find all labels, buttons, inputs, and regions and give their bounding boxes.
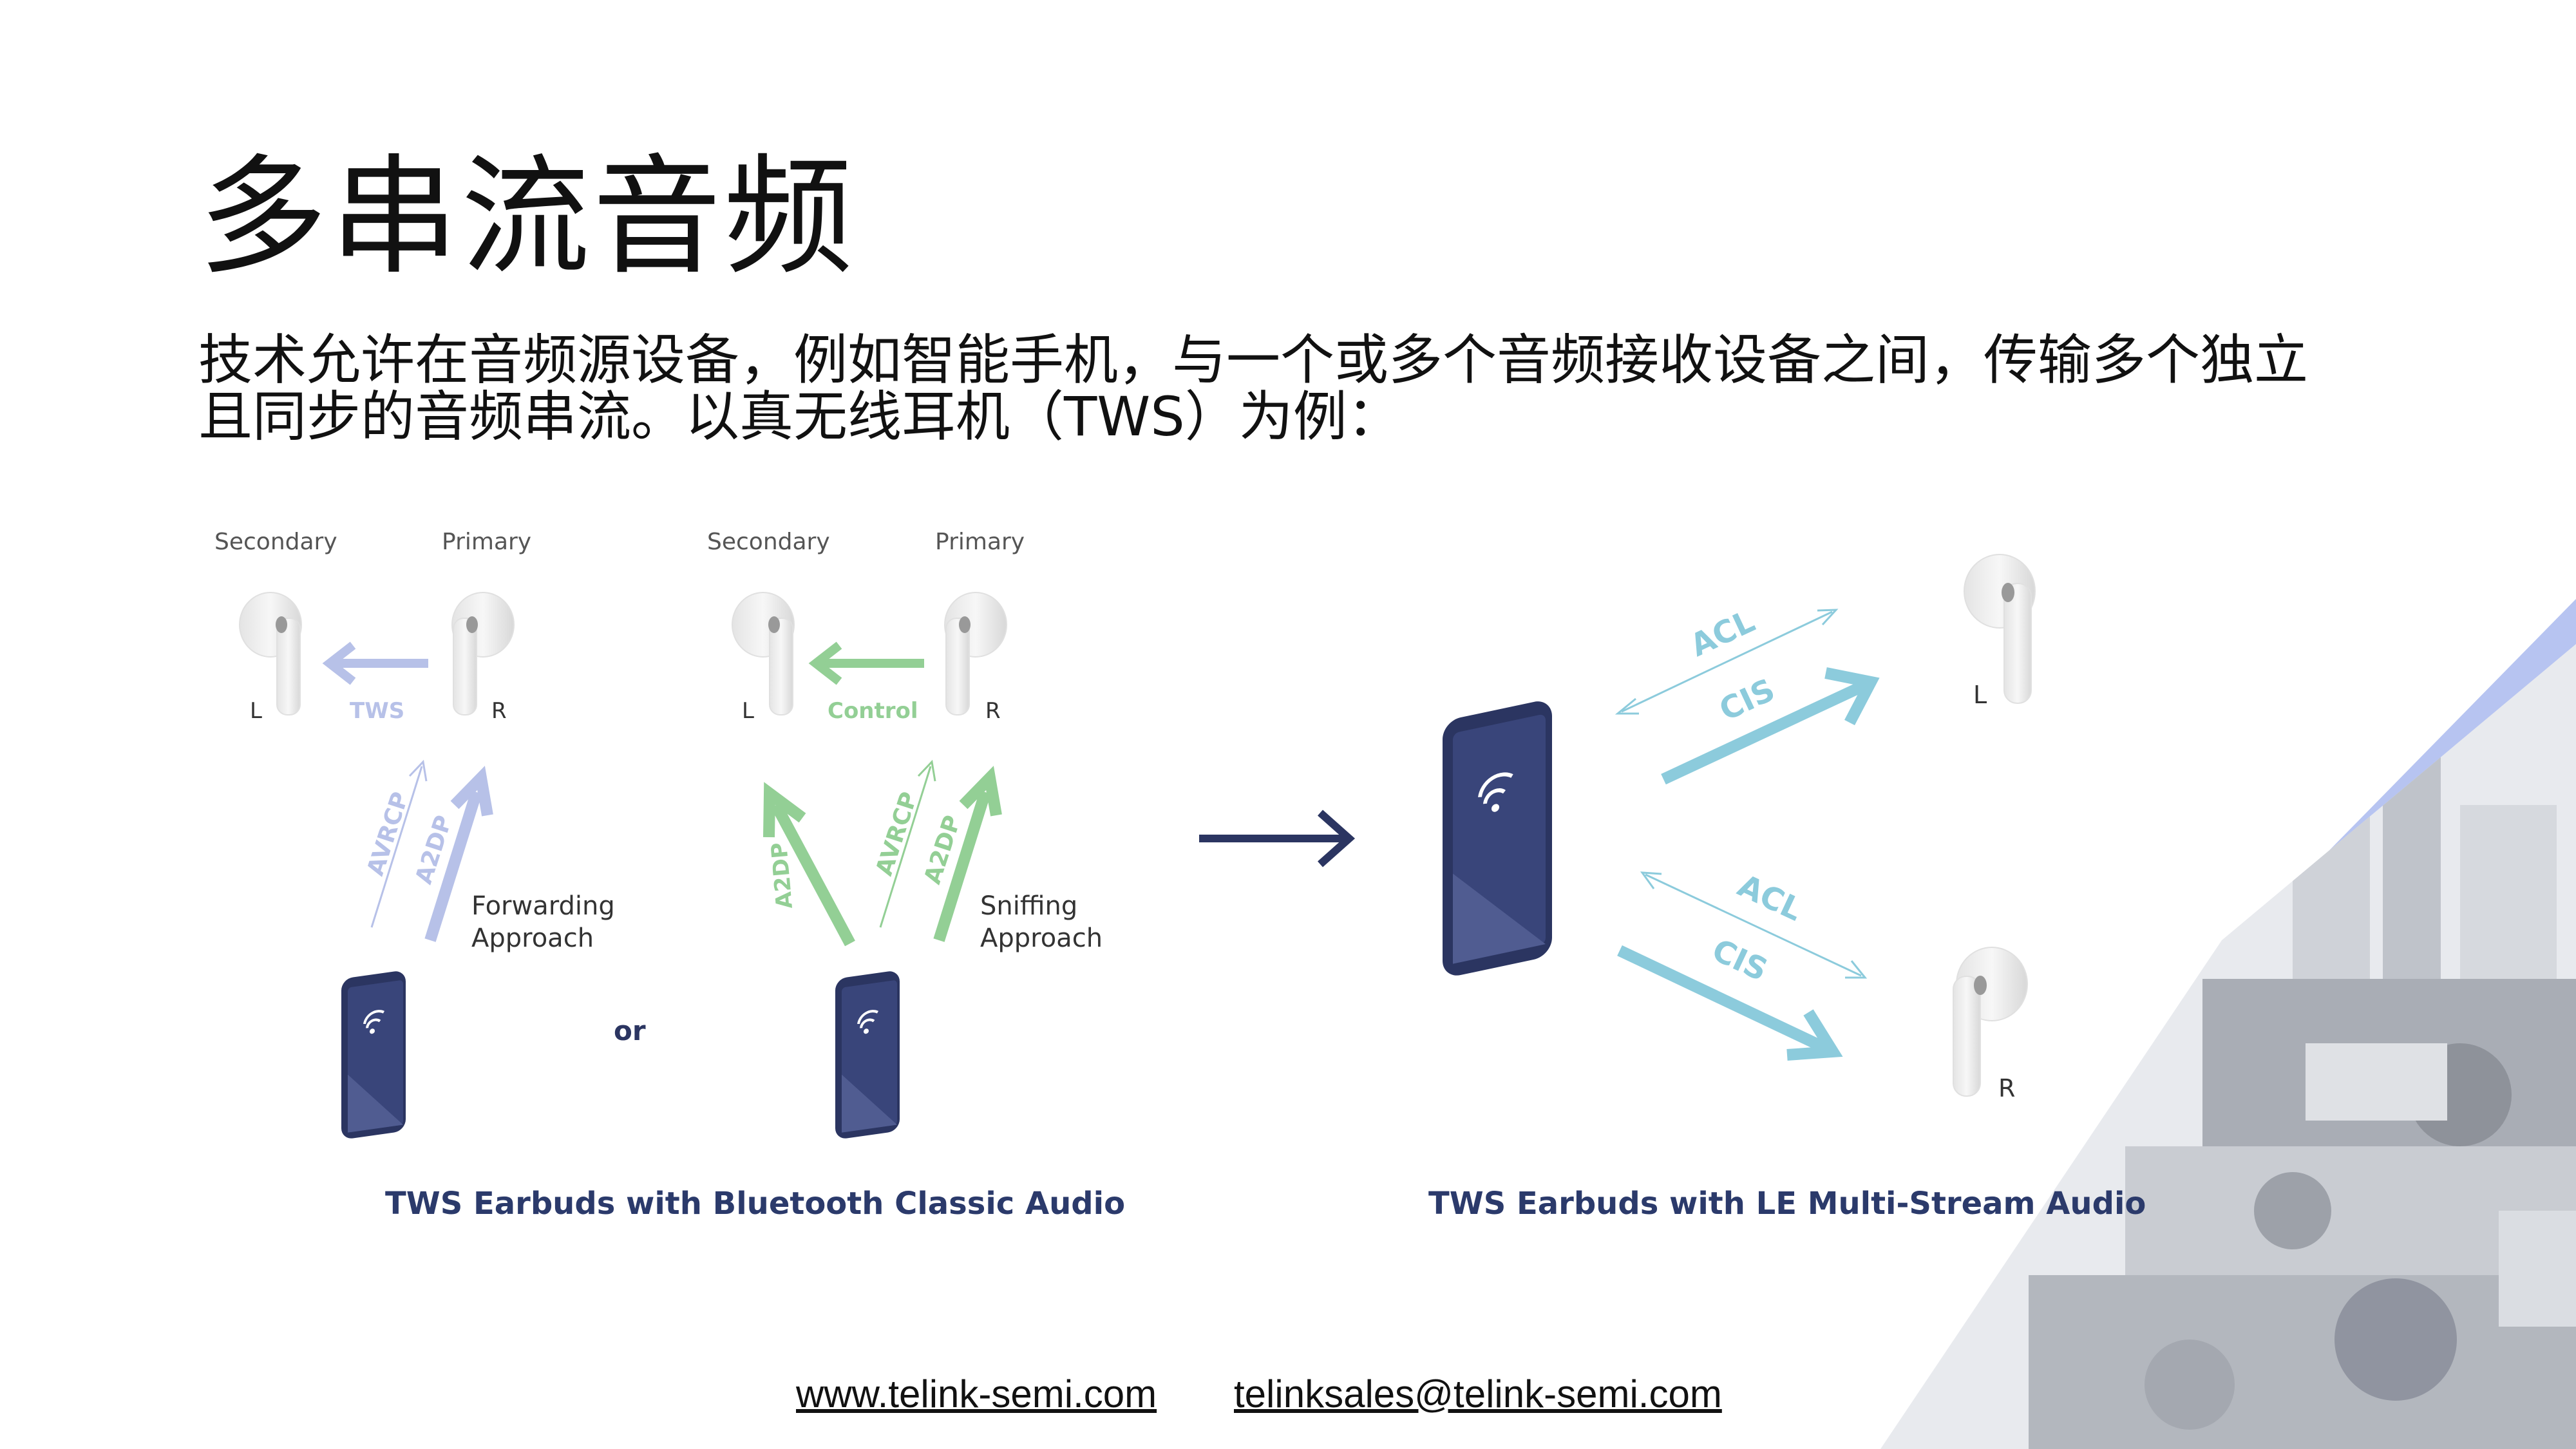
forwarding-group: Secondary Primary L R TWS (214, 529, 615, 1139)
earbud-secondary-left-icon (732, 592, 795, 715)
primary-label: Primary (442, 529, 531, 555)
earbud-primary-right-icon (944, 592, 1007, 715)
bottom-cis-label: CIS (1707, 932, 1773, 989)
control-link-arrow (808, 641, 924, 685)
bottom-acl-arrow (1640, 871, 1868, 979)
classic-caption: TWS Earbuds with Bluetooth Classic Audio (385, 1186, 1125, 1222)
le-left-label: L (1973, 681, 1987, 709)
intro-line-1: 技术允许在音频源设备，例如智能手机，与一个或多个音频接收设备之间，传输多个独立 (198, 328, 2309, 392)
or-label: or (614, 1015, 646, 1046)
avrcp-arrow (370, 759, 428, 928)
avrcp-label: AVRCP (363, 789, 414, 879)
sniffing-approach-line2: Approach (980, 923, 1103, 953)
wifi-icon (857, 1010, 879, 1028)
background-decoration (1880, 599, 2576, 1449)
intro-paragraph: 技术允许在音频源设备，例如智能手机，与一个或多个音频接收设备之间，传输多个独立 … (198, 332, 2356, 445)
smartphone-icon (341, 971, 406, 1139)
a2dp-left-arrow (763, 782, 855, 947)
a2dp-arrow (424, 766, 493, 942)
right-earbud-label: R (491, 698, 507, 724)
page-title: 多串流音频 (198, 142, 856, 292)
sniffing-group: Secondary Primary L R Control (707, 529, 1103, 1139)
le-caption: TWS Earbuds with LE Multi-Stream Audio (1428, 1186, 2146, 1222)
le-right-label: R (1998, 1074, 2015, 1103)
forwarding-approach-line2: Approach (471, 923, 594, 953)
avrcp-arrow (879, 759, 936, 928)
right-earbud-label: R (985, 698, 1001, 724)
intro-line-2: 且同步的音频串流。以真无线耳机（TWS）为例： (198, 385, 1401, 448)
bottom-acl-label: ACL (1732, 867, 1808, 928)
large-smartphone-icon (1443, 701, 1552, 976)
wifi-icon (363, 1010, 385, 1028)
a2dp-left-label: A2DP (766, 841, 798, 909)
top-cis-label: CIS (1714, 672, 1780, 728)
email-link[interactable]: telinksales@telink-semi.com (1234, 1372, 1722, 1416)
top-cis-arrow (1661, 667, 1880, 785)
top-acl-label: ACL (1685, 603, 1760, 664)
smartphone-icon (835, 971, 900, 1139)
website-link[interactable]: www.telink-semi.com (796, 1372, 1157, 1416)
left-earbud-label: L (250, 698, 262, 724)
secondary-label: Secondary (214, 529, 337, 555)
primary-label: Primary (935, 529, 1025, 555)
left-earbud-label: L (742, 698, 754, 724)
sniffing-approach-line1: Sniffing (980, 891, 1077, 921)
bottom-cis-arrow (1617, 945, 1843, 1061)
earbud-right-icon (1953, 947, 2028, 1097)
avrcp-label: AVRCP (871, 789, 923, 879)
control-link-label: Control (828, 698, 918, 724)
earbud-primary-right-icon (451, 592, 515, 715)
transition-arrow (1199, 810, 1356, 867)
wifi-icon (1478, 772, 1513, 804)
le-multistream-group: ACL CIS ACL CIS (1443, 554, 2036, 1103)
earbud-secondary-left-icon (239, 592, 302, 715)
tws-link-label: TWS (350, 698, 404, 724)
secondary-label: Secondary (707, 529, 830, 555)
earbud-left-icon (1964, 554, 2036, 704)
a2dp-right-arrow (933, 766, 1002, 942)
forwarding-approach-line1: Forwarding (471, 891, 615, 921)
tws-link-arrow (322, 641, 428, 685)
top-acl-arrow (1615, 609, 1839, 715)
